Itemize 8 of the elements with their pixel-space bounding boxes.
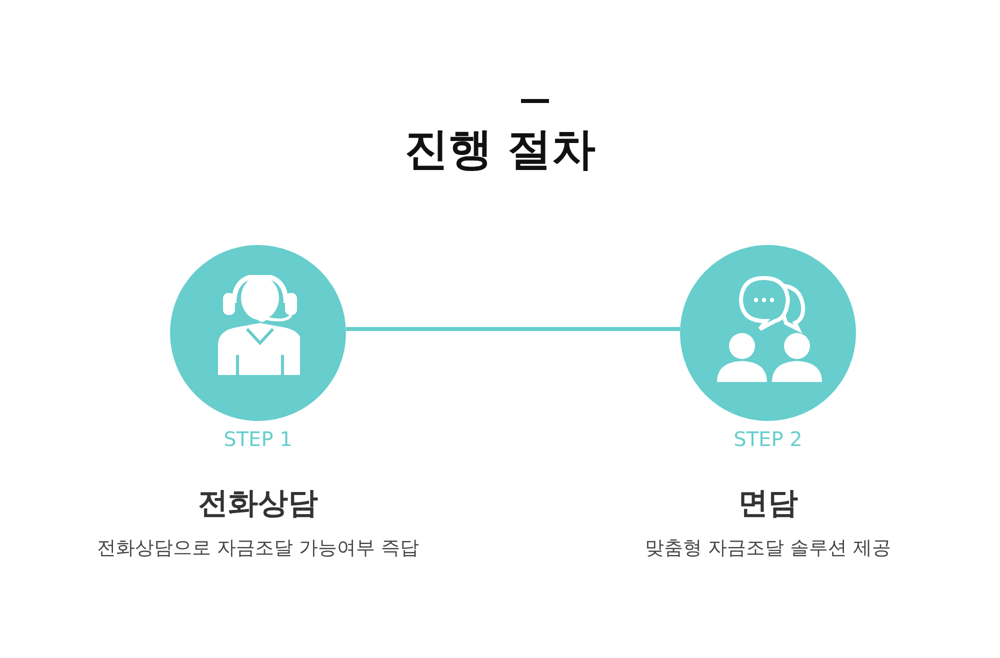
step-description: 맞춤형 자금조달 솔루션 제공 <box>644 536 892 561</box>
step-label: STEP 1 <box>224 427 292 451</box>
title: 진행 절차 <box>403 123 597 177</box>
connector-line <box>346 327 680 331</box>
step-description: 전화상담으로 자금조달 가능여부 즉답 <box>96 536 420 561</box>
step-heading: 면담 <box>738 485 798 523</box>
step-label: STEP 2 <box>734 427 802 451</box>
step-heading: 전화상담 <box>198 485 318 523</box>
